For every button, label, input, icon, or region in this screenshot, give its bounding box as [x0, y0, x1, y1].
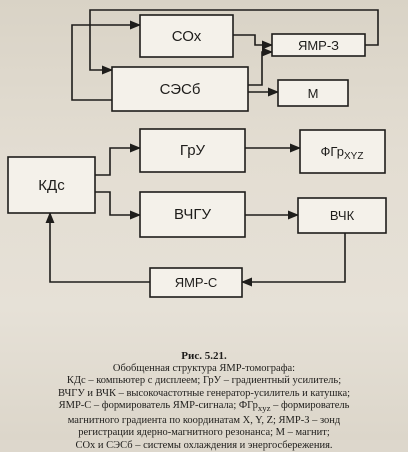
- caption-line-4: магнитного градиента по координатам X, Y…: [67, 414, 341, 426]
- block-kds: КДс: [7, 156, 96, 214]
- figure-number: Рис. 5.21.: [181, 350, 227, 362]
- caption-line-3-tail: – формирователь: [270, 400, 350, 411]
- arrow-sesb-to-sox: [71, 20, 142, 101]
- block-fgr-label: ФГрXYZ: [321, 144, 364, 162]
- block-yamr3: ЯМР-З: [271, 33, 366, 57]
- block-m: М: [277, 79, 349, 107]
- arrow-sesb-to-yamr3: [248, 47, 274, 86]
- block-kds-label: КДс: [38, 177, 65, 194]
- caption-line-6: СОх и СЭСб – системы охлаждения и энерго…: [75, 439, 333, 451]
- connectors: [45, 9, 379, 287]
- caption-line-5: регистрации ядерно-магнитного резонанса;…: [78, 427, 330, 439]
- block-fgr: ФГрXYZ: [299, 129, 386, 174]
- block-sesb-label: СЭСб: [160, 81, 201, 98]
- figure-caption: Рис. 5.21. Обобщенная структура ЯМР-томо…: [0, 350, 408, 452]
- caption-line-3-sub: xyz: [257, 403, 271, 414]
- arrow-yamr3-to-sesb-top: [89, 9, 379, 75]
- block-vchk: ВЧК: [297, 197, 387, 234]
- block-fgr-label-main: ФГр: [321, 144, 344, 159]
- arrow-sox-to-yamr3: [233, 34, 274, 50]
- arrow-vchk-to-yamrs: [240, 233, 346, 287]
- block-m-label: М: [308, 86, 319, 101]
- block-gru: ГрУ: [139, 128, 246, 173]
- block-yamr3-label: ЯМР-З: [298, 38, 339, 53]
- caption-title: Обобщенная структура ЯМР-томографа:: [112, 362, 296, 374]
- block-diagram: СОх ЯМР-З СЭСб М КДс ГрУ ФГрXYZ: [7, 9, 387, 298]
- block-vchgu-label: ВЧГУ: [174, 206, 211, 223]
- caption-line-1: КДс – компьютер с дисплеем; ГрУ – градие…: [66, 375, 342, 386]
- block-sesb: СЭСб: [111, 66, 249, 112]
- block-vchgu: ВЧГУ: [139, 191, 246, 238]
- arrow-kds-to-vchgu: [95, 191, 142, 220]
- block-gru-label: ГрУ: [180, 142, 206, 159]
- arrow-yamrs-to-kds: [45, 211, 150, 283]
- caption-line-3-head: ЯМР-С – формирователь ЯМР-сигнала; ФГр: [58, 400, 258, 411]
- block-yamrs: ЯМР-С: [149, 267, 243, 298]
- caption-line-2: ВЧГУ и ВЧК – высокочастотные генератор-у…: [57, 387, 351, 399]
- block-sox: СОх: [139, 14, 234, 58]
- block-sox-label: СОх: [172, 28, 202, 45]
- block-vchk-label: ВЧК: [330, 208, 355, 223]
- block-fgr-label-sub: XYZ: [344, 151, 363, 162]
- arrow-kds-to-gru: [95, 143, 142, 176]
- block-yamrs-label: ЯМР-С: [175, 275, 218, 290]
- caption-line-3: ЯМР-С – формирователь ЯМР-сигнала; ФГрxy…: [0, 400, 408, 415]
